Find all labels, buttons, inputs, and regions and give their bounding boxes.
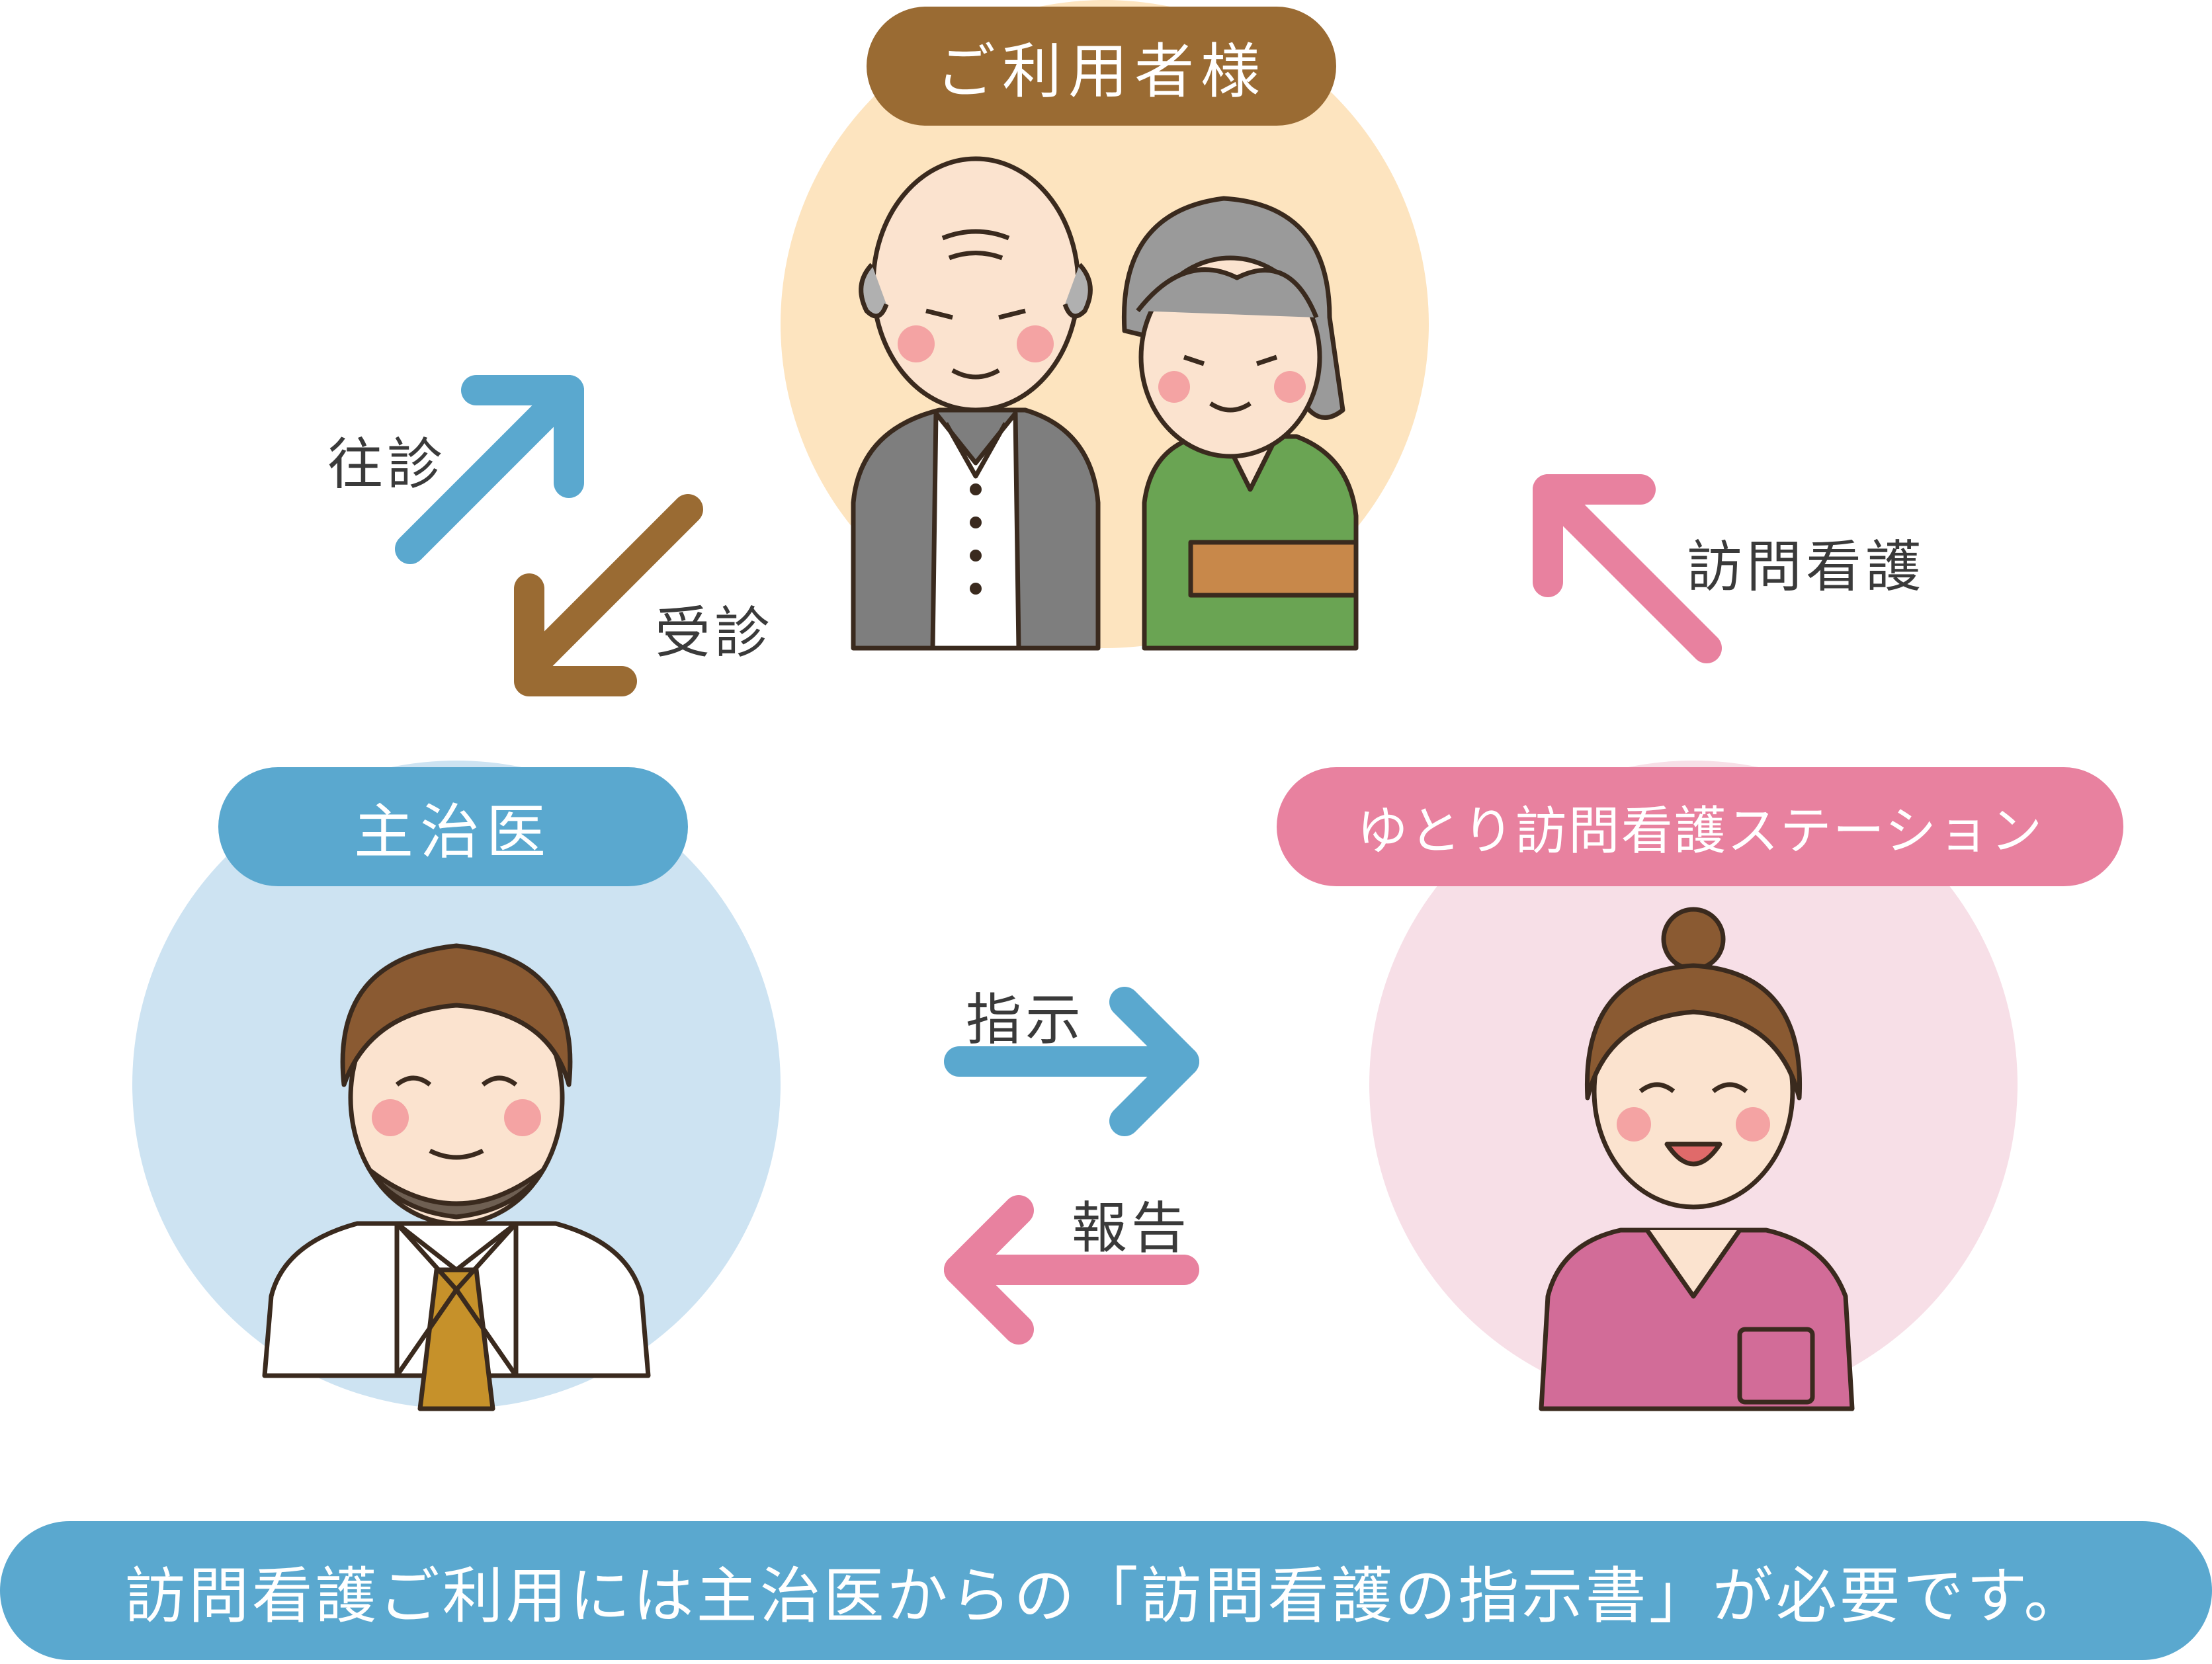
users-label-text: ご利用者様 (936, 37, 1267, 106)
oushin-label: 往診 (327, 432, 447, 497)
houkoku-label: 報告 (1072, 1196, 1191, 1261)
nurse-icon (1539, 907, 1855, 1411)
doctor-label: 主治医 (218, 767, 688, 886)
station-label-text: ゆとり訪問看護ステーション (1356, 802, 2044, 861)
footer-text: 訪問看護ご利用には主治医からの「訪問看護の指示書」が必要です。 (124, 1560, 2088, 1632)
users-label: ご利用者様 (867, 7, 1336, 126)
jushin-arrow (514, 494, 703, 696)
houmon-label: 訪問看護 (1687, 534, 1926, 599)
oushin-arrow (395, 375, 584, 564)
elderly-couple-icon (851, 156, 1359, 651)
shiji-arrow (944, 987, 1199, 1136)
doctor-label-text: 主治医 (354, 798, 552, 867)
footer-banner: 訪問看護ご利用には主治医からの「訪問看護の指示書」が必要です。 (0, 1521, 2212, 1660)
shiji-label: 指示 (966, 987, 1085, 1052)
houkoku-arrow (944, 1195, 1199, 1345)
jushin-label: 受診 (655, 601, 775, 665)
doctor-icon (262, 943, 651, 1411)
station-label: ゆとり訪問看護ステーション (1277, 767, 2123, 886)
houmon-arrow (1533, 474, 1722, 663)
